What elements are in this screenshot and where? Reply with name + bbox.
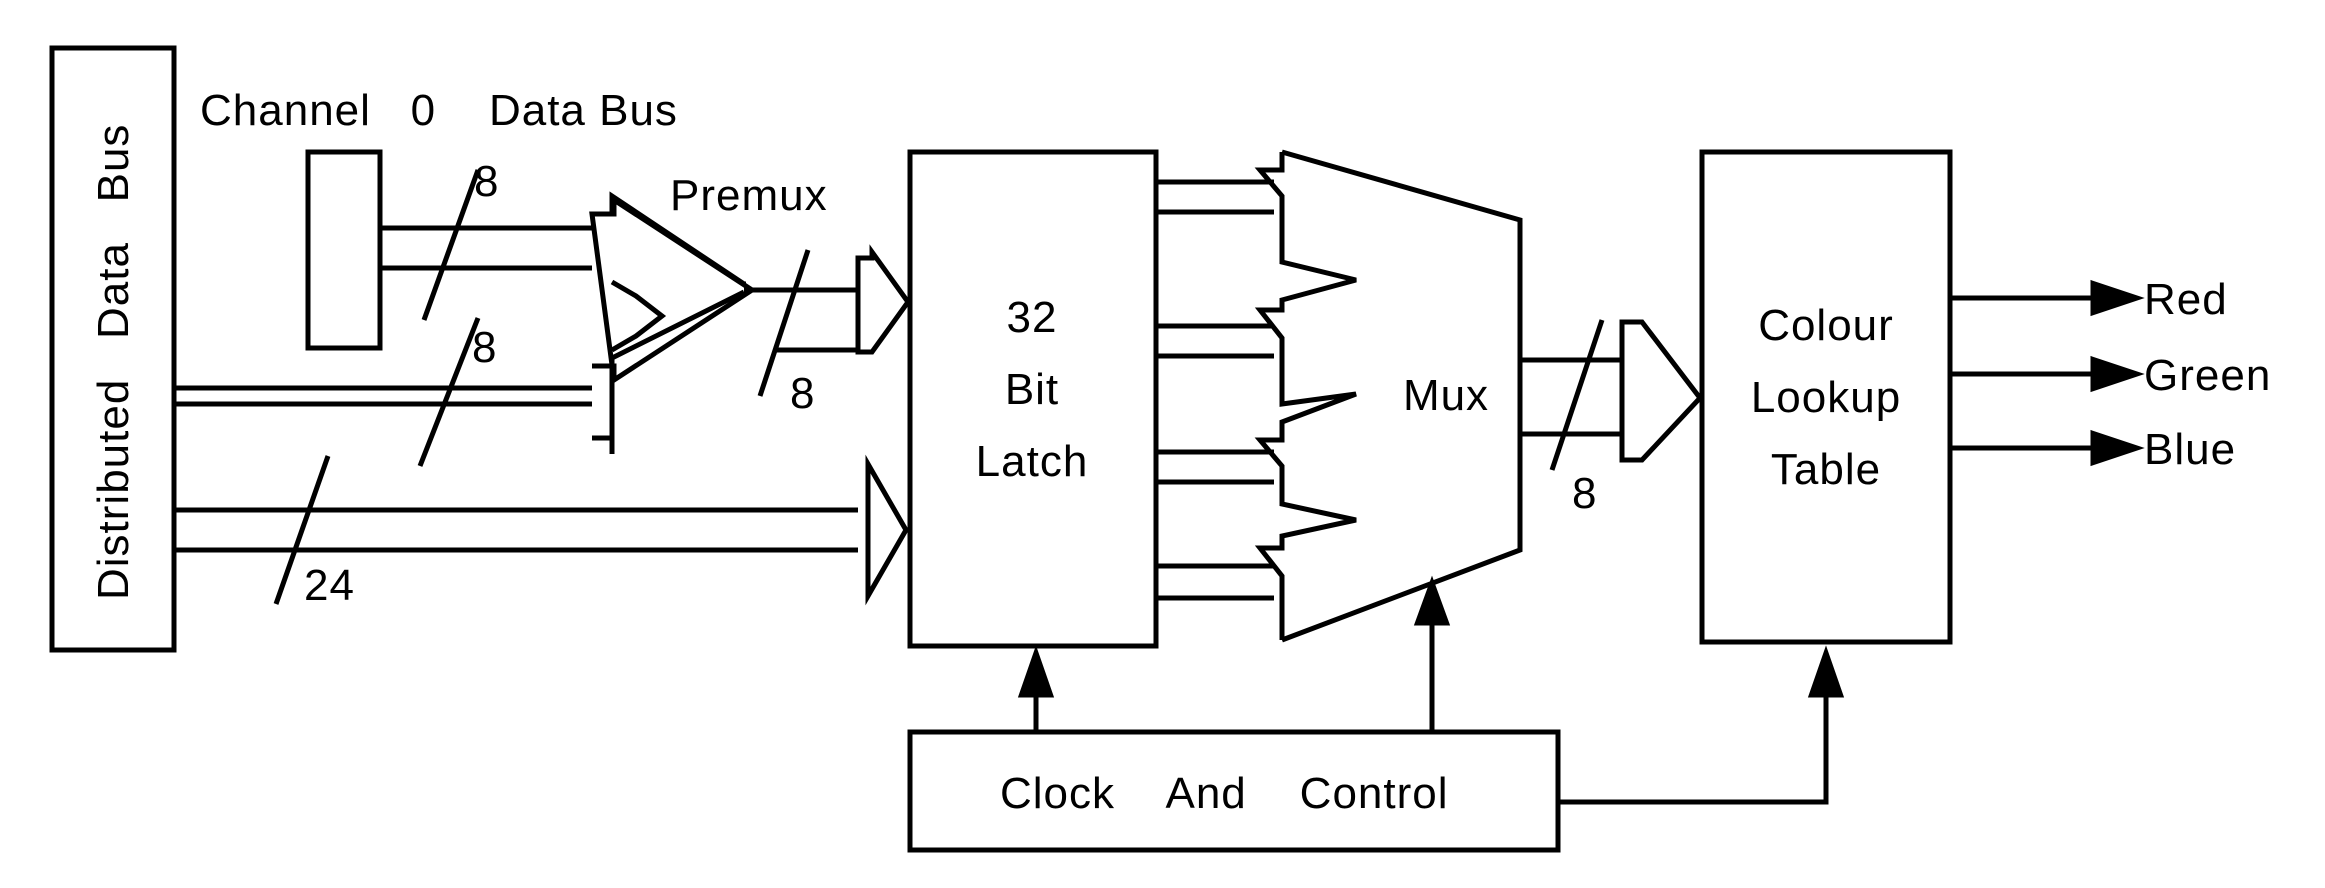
bus-width-channel0: 8: [474, 157, 499, 206]
channel0-wires: 8: [380, 157, 592, 321]
lookup-label-line1: Colour: [1758, 301, 1894, 350]
premux-block: Premux: [589, 171, 828, 454]
output-red: Red: [1950, 275, 2228, 324]
clock-control-block: Clock And Control: [907, 729, 1561, 853]
latch-label-line2: Bit: [1005, 365, 1059, 414]
output-label-blue: Blue: [2144, 425, 2236, 474]
output-blue: Blue: [1950, 425, 2236, 474]
mux-label: Mux: [1403, 371, 1489, 420]
bus-width-distributed-latch: 24: [304, 561, 355, 610]
lookup-label-line2: Lookup: [1751, 373, 1901, 422]
channel0-data-bus-label: Channel 0 Data Bus: [200, 86, 678, 135]
latch-to-mux-wires: [1156, 179, 1274, 601]
bus-width-mux-out: 8: [1572, 469, 1597, 518]
output-label-green: Green: [2144, 351, 2271, 400]
control-to-latch: [1017, 645, 1055, 732]
channel0-data-bus-block: Channel 0 Data Bus: [200, 86, 678, 351]
distributed-data-bus-label: Distributed Data Bus: [89, 124, 138, 600]
clock-control-label: Clock And Control: [1000, 769, 1449, 818]
lookup-block: Colour Lookup Table: [1699, 149, 1953, 645]
mux-block: Mux: [1254, 149, 1523, 643]
mux-out-wires: 8: [1520, 319, 1704, 518]
control-to-lookup: [1558, 645, 1845, 805]
bus-width-distributed-premux: 8: [472, 323, 497, 372]
output-label-red: Red: [2144, 275, 2228, 324]
output-green: Green: [1950, 351, 2271, 400]
latch-label-line1: 32: [1007, 293, 1058, 342]
bus-width-premux-out: 8: [790, 369, 815, 418]
latch-label-line3: Latch: [976, 437, 1089, 486]
premux-label: Premux: [670, 171, 828, 220]
distributed-to-premux-wires: 8: [174, 317, 592, 467]
premux-out-wires: 8: [744, 244, 912, 418]
distributed-data-bus-block: Distributed Data Bus: [49, 45, 177, 653]
control-to-mux: [1413, 575, 1451, 732]
distributed-to-latch-wires: 24: [174, 454, 909, 610]
lookup-label-line3: Table: [1771, 445, 1881, 494]
latch-block: 32 Bit Latch: [907, 149, 1159, 649]
